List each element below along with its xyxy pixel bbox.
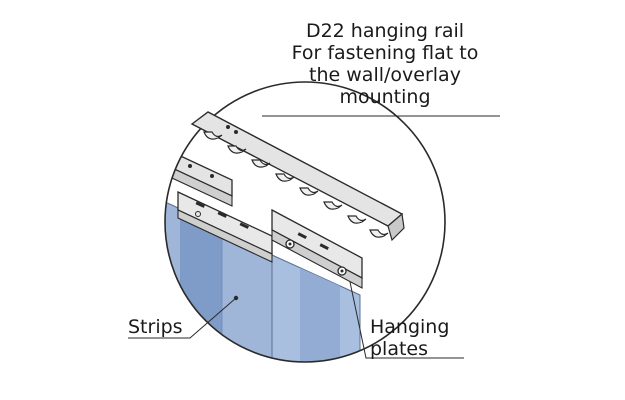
- plates-leader-line: [349, 281, 464, 359]
- rail-label-line-4: mounting: [339, 86, 431, 108]
- plates-label-line-1: Hanging: [370, 316, 450, 338]
- rail-label-line-1: D22 hanging rail: [305, 20, 465, 42]
- rail-label-line-2: For fastening flat to: [291, 42, 479, 64]
- plates-label-line-2: plates: [370, 338, 429, 360]
- magnifier-outline: [164, 81, 446, 363]
- rail-label-line-3: the wall/overlay: [309, 64, 461, 86]
- hanging-plate-left: [177, 190, 273, 263]
- strip-right-shade: [300, 268, 340, 362]
- plates-label: Hanging plates: [370, 316, 449, 360]
- hanging-plate-right: [271, 208, 363, 289]
- strips-label: Strips: [128, 316, 183, 338]
- strips-leader-line: [128, 297, 237, 339]
- rail-label: D22 hanging rail For fastening flat to t…: [265, 20, 505, 108]
- hanging-rail: [190, 111, 405, 242]
